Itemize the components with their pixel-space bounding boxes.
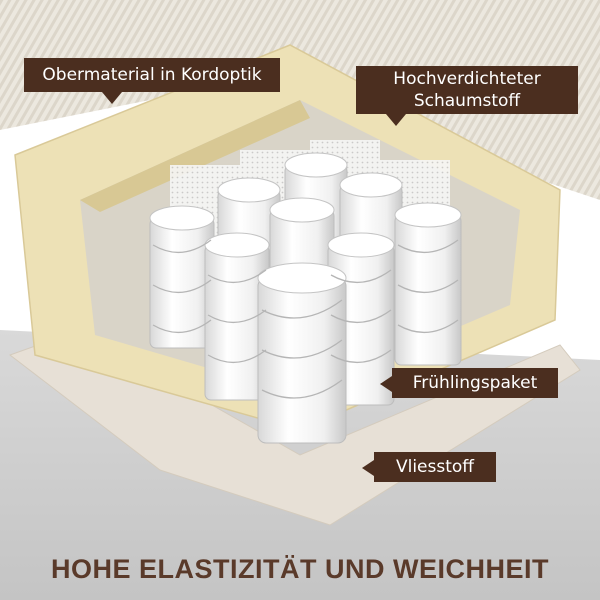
callout-pointer — [386, 114, 406, 126]
cord-fabric-cover — [0, 0, 600, 200]
callout-pointer — [362, 460, 374, 476]
callout-pointer — [102, 92, 122, 104]
label-cover-text: Obermaterial in Kordoptik — [42, 65, 262, 85]
callout-pointer — [380, 376, 392, 392]
label-foam-line1: Hochverdichteter — [393, 69, 541, 89]
label-fleece: Vliesstoff — [362, 452, 496, 482]
coil-spirals — [152, 239, 459, 399]
label-cover-fabric: Obermaterial in Kordoptik — [24, 58, 280, 104]
headline: HOHE ELASTIZITÄT UND WEICHHEIT — [51, 554, 549, 584]
label-fleece-text: Vliesstoff — [395, 457, 475, 477]
label-foam: Hochverdichteter Schaumstoff — [356, 66, 578, 126]
label-springs: Frühlingspaket — [380, 368, 558, 398]
spring-unit — [149, 140, 462, 444]
label-foam-line2: Schaumstoff — [413, 91, 521, 111]
label-springs-text: Frühlingspaket — [412, 373, 538, 393]
foam-bevel — [80, 100, 310, 212]
